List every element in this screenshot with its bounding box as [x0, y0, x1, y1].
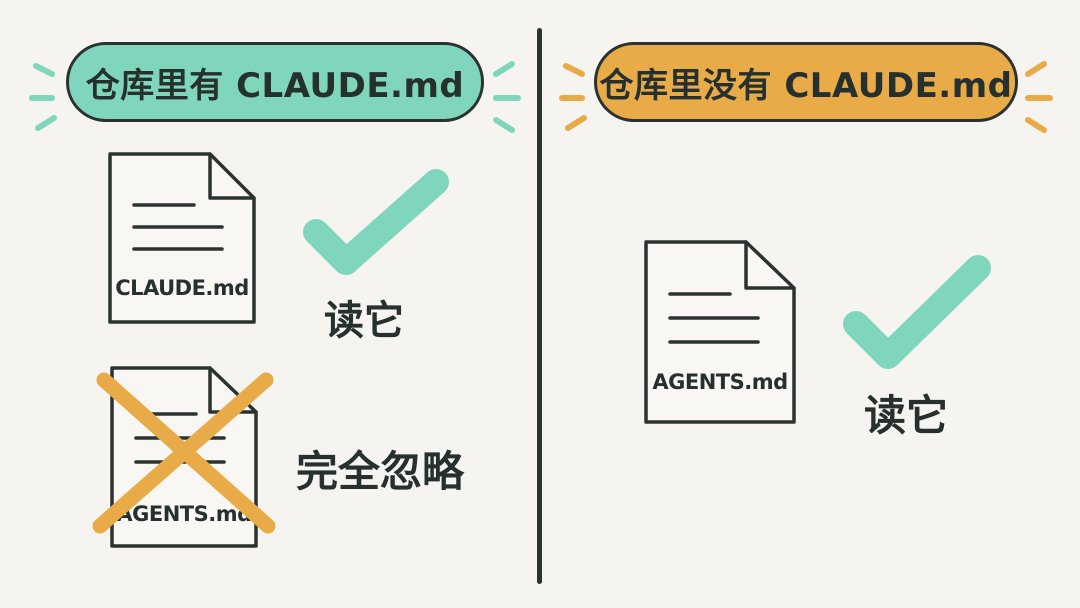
check-icon [843, 255, 991, 369]
action-read-right: 读它 [864, 391, 949, 440]
header-no-claude: 仓库里没有 CLAUDE.md [594, 42, 1018, 122]
center-divider [537, 28, 542, 584]
sparkle-icon [559, 61, 1053, 133]
header-has-claude-text: 仓库里有 CLAUDE.md [85, 65, 465, 106]
doc-filename-claude: CLAUDE.md [115, 276, 249, 300]
document-icon [108, 152, 256, 324]
cross-icon [92, 372, 276, 534]
header-no-claude-text: 仓库里没有 CLAUDE.md [599, 65, 1013, 106]
check-icon [303, 169, 449, 275]
action-read-left: 读它 [324, 298, 404, 344]
sparkle-icon [29, 61, 521, 133]
doc-filename-agents-ignored: AGENTS.md [116, 502, 252, 526]
action-ignore: 完全忽略 [296, 447, 465, 496]
document-icon [644, 240, 796, 424]
header-has-claude: 仓库里有 CLAUDE.md [66, 42, 484, 122]
doc-filename-agents: AGENTS.md [652, 370, 788, 394]
